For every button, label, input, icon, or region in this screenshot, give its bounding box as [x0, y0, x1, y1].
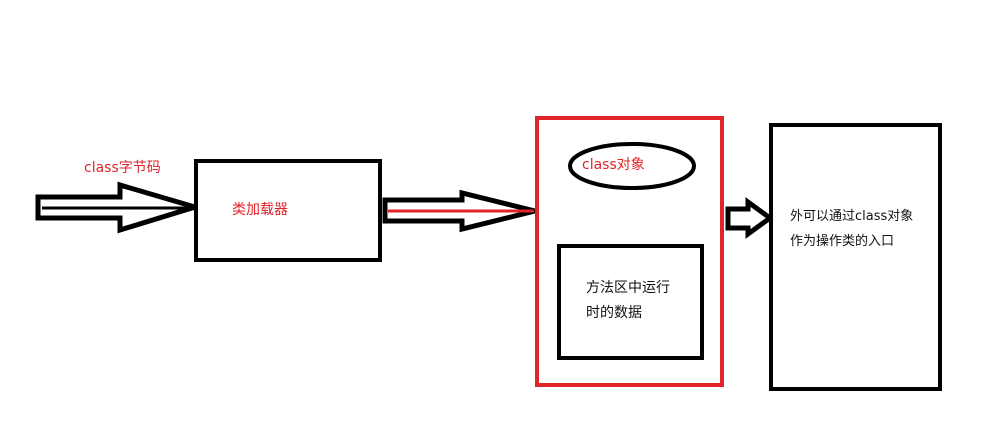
class-object-label: class对象	[582, 157, 645, 173]
object-to-entry-arrow	[725, 197, 775, 239]
method-area-box	[557, 244, 704, 360]
method-area-label-line2: 时的数据	[586, 305, 642, 321]
method-area-label-line1: 方法区中运行	[586, 280, 670, 296]
class-object-ellipse	[568, 142, 696, 190]
class-loader-label: 类加载器	[232, 202, 288, 218]
entry-label-line2: 作为操作类的入口	[790, 234, 895, 249]
class-loader-box	[194, 159, 382, 262]
entry-label-line1: 外可以通过class对象	[790, 209, 914, 224]
entry-box	[769, 123, 942, 391]
bytecode-label: class字节码	[84, 160, 161, 176]
